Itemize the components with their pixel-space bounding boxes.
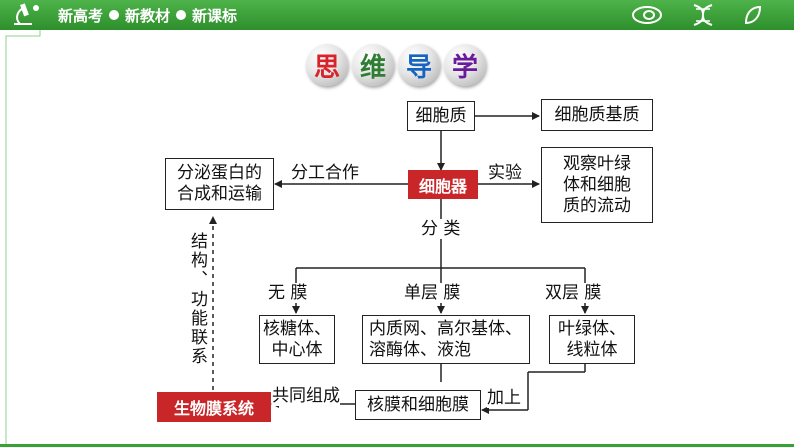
title-char: 思 xyxy=(306,44,348,86)
dna-icon xyxy=(693,4,713,26)
cytoplasm-box: 细胞质 xyxy=(407,101,475,131)
tag-new-exam: 新高考 xyxy=(58,6,104,25)
leaf-icon xyxy=(744,5,762,25)
header-bar: 新高考 新教材 新课标 xyxy=(0,0,794,30)
secretion-line: 合成和运输 xyxy=(177,184,262,204)
division-of-labor-label: 分工合作 xyxy=(291,163,359,183)
header-icons xyxy=(630,3,764,27)
double-membrane-line: 叶绿体、 xyxy=(558,318,626,339)
header-tags: 新高考 新教材 新课标 xyxy=(58,4,237,26)
cytoplasm-label: 细胞质 xyxy=(415,105,467,126)
observe-line: 观察叶绿 xyxy=(563,153,631,174)
no-membrane-box: 核糖体、 中心体 xyxy=(259,315,335,364)
title-char: 导 xyxy=(398,44,440,86)
biomembrane-system-label: 生物膜系统 xyxy=(173,399,254,418)
structure-function-label-col1: 结构、 xyxy=(187,232,207,289)
bullet-icon xyxy=(109,10,120,20)
single-membrane-label: 单层 膜 xyxy=(404,283,461,303)
secretion-box: 分泌蛋白的 合成和运输 xyxy=(165,158,274,210)
organelle-box: 细胞器 xyxy=(408,170,478,199)
title-char: 学 xyxy=(444,44,486,86)
tag-new-textbook: 新教材 xyxy=(125,6,171,25)
single-membrane-line: 内质网、高尔基体、 xyxy=(369,318,522,339)
left-decor-line xyxy=(5,30,41,447)
cytoplasm-matrix-label: 细胞质基质 xyxy=(554,104,640,125)
nucleus-membrane-label: 核膜和细胞膜 xyxy=(367,394,469,415)
single-membrane-box: 内质网、高尔基体、 溶酶体、液泡 xyxy=(362,315,530,364)
no-membrane-line: 中心体 xyxy=(271,339,323,360)
microscope-icon xyxy=(14,3,39,25)
organelle-label: 细胞器 xyxy=(418,176,467,196)
structure-function-label-col2: 功能联系 xyxy=(187,290,207,366)
cell-icon xyxy=(632,6,662,24)
double-membrane-line: 线粒体 xyxy=(566,339,618,360)
add-label: 加上 xyxy=(487,388,521,408)
experiment-label: 实验 xyxy=(488,163,522,183)
observe-line: 体和细胞 xyxy=(563,174,631,195)
single-membrane-line: 溶酶体、液泡 xyxy=(369,339,471,360)
biomembrane-system-box: 生物膜系统 xyxy=(157,392,271,422)
no-membrane-line: 核糖体、 xyxy=(263,318,331,339)
bullet-icon xyxy=(176,10,187,20)
tag-new-standard: 新课标 xyxy=(192,6,238,25)
double-membrane-label: 双层 膜 xyxy=(545,283,602,303)
jointly-compose-label: 共同组成 xyxy=(272,386,340,406)
no-membrane-label: 无 膜 xyxy=(268,283,308,303)
double-membrane-box: 叶绿体、 线粒体 xyxy=(549,315,635,364)
observe-box: 观察叶绿 体和细胞 质的流动 xyxy=(541,147,653,223)
nucleus-membrane-box: 核膜和细胞膜 xyxy=(355,390,481,420)
bottom-rule xyxy=(0,444,794,447)
cytoplasm-matrix-box: 细胞质基质 xyxy=(541,99,653,131)
page-title: 思 维 导 学 xyxy=(306,44,486,86)
secretion-line: 分泌蛋白的 xyxy=(177,163,262,183)
classification-label: 分 类 xyxy=(421,219,461,239)
observe-line: 质的流动 xyxy=(563,195,631,216)
title-char: 维 xyxy=(352,44,394,86)
